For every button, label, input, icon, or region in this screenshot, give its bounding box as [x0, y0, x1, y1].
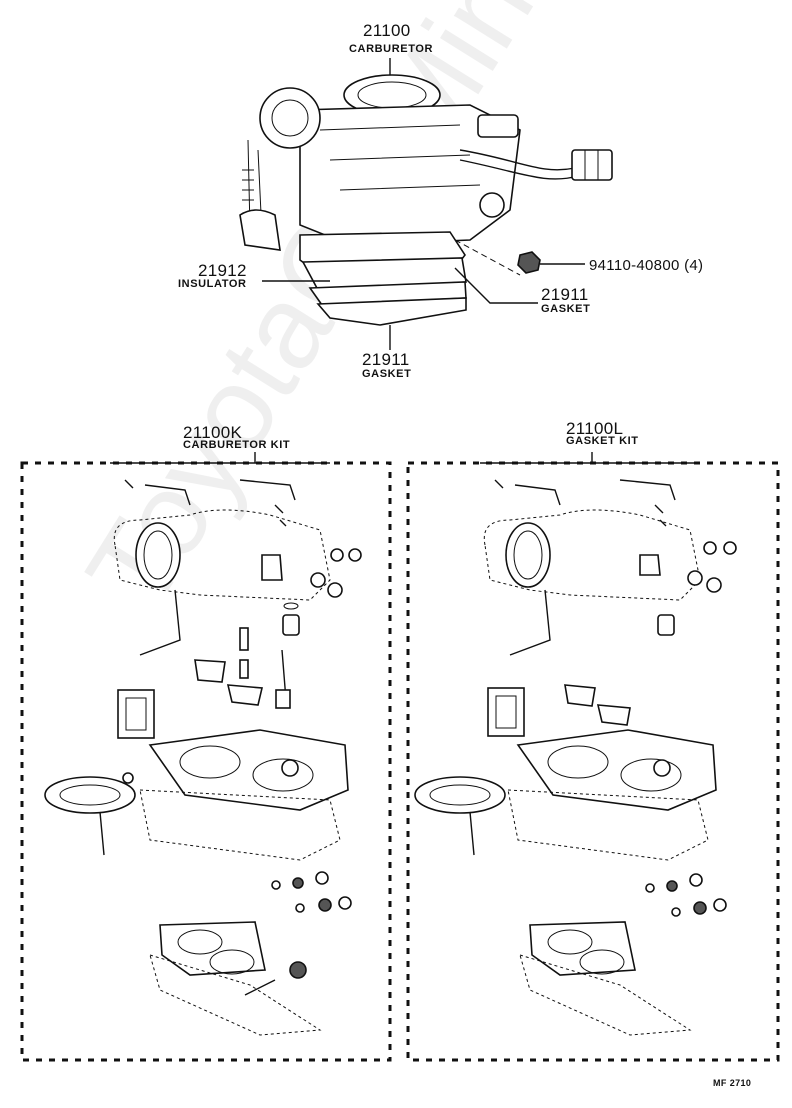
carburetor-kit-part-number: 21100K: [183, 423, 243, 442]
carburetor-part-number: 21100: [363, 21, 411, 40]
carburetor-kit-group: [20, 452, 392, 1062]
insulator-part-number: 21912: [198, 261, 247, 280]
carburetor-assembly: [239, 58, 613, 350]
nut-part-number: 94110-40800 (4): [589, 257, 704, 274]
carburetor-kit-part-name: CARBURETOR KIT: [183, 439, 291, 451]
gasket-bottom-part-name: GASKET: [362, 368, 412, 380]
gasket-right-part-name: GASKET: [541, 303, 591, 315]
gasket-right-part-number: 21911: [541, 285, 589, 304]
gasket-kit-group: [406, 452, 780, 1062]
gasket-kit-part-name: GASKET KIT: [566, 435, 639, 447]
insulator-part-name: INSULATOR: [178, 278, 247, 290]
gasket-bottom-part-number: 21911: [362, 350, 410, 369]
gasket-kit-part-number: 21100L: [566, 419, 624, 438]
carburetor-part-name: CARBURETOR: [349, 43, 434, 55]
figure-reference: MF 2710: [713, 1078, 752, 1088]
